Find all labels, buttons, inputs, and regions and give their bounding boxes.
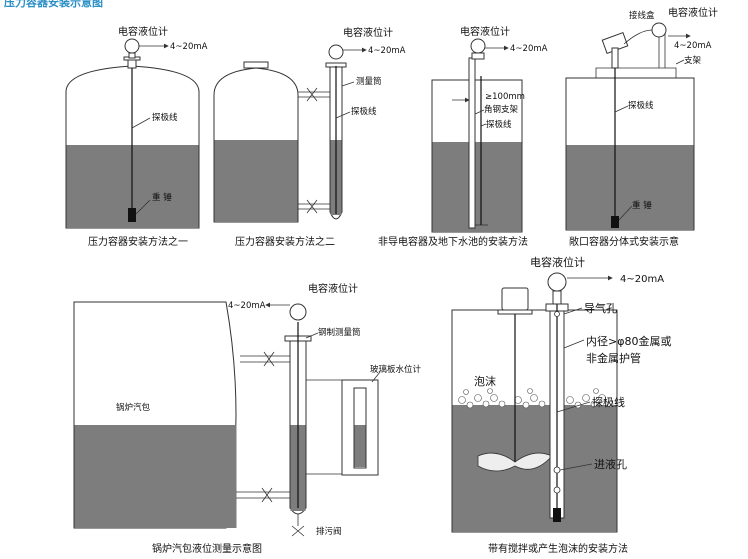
foam-label-6: 泡沫 — [474, 374, 496, 388]
probe-label-1: 探极线 — [152, 112, 178, 123]
probe-label-3: 探极线 — [486, 119, 512, 130]
guard-label-line2-6: 非金属护管 — [586, 351, 641, 365]
caption-panel-4: 敞口容器分体式安装示意 — [569, 235, 679, 248]
drain-label-5: 排污阀 — [316, 526, 342, 537]
vent-label-6: 导气孔 — [584, 301, 617, 315]
panel-non-conductive-vessel: 4~20mA 电容液位计 ≥100mm 角钢支架 探极线 非导电容器及地下水池的… — [378, 25, 548, 248]
valve-upper-5 — [263, 351, 275, 367]
transmitter-head-3 — [470, 38, 486, 54]
transmitter-label-2: 电容液位计 — [343, 26, 393, 39]
valve-upper-2 — [306, 87, 318, 102]
weight-4 — [611, 216, 619, 228]
motor-6 — [501, 287, 529, 311]
transmitter-label-1: 电容液位计 — [118, 25, 168, 38]
panel-boiler-drum: 4~20mA 电容液位计 钢制测量筒 玻璃板水位计 排污阀 锅炉汽包 锅炉汽包液… — [73, 282, 422, 555]
drum-label-5: 锅炉汽包 — [116, 402, 151, 413]
valve-lower-2 — [306, 199, 318, 214]
probe-label-6: 探极线 — [592, 395, 625, 409]
transmitter-head-2 — [328, 44, 344, 60]
panel-agitator-foam: 4~20mA 电容液位计 导气孔 内径>φ80金属或 非金属护管 泡沫 探极线 … — [451, 255, 671, 555]
transmitter-label-6: 电容液位计 — [530, 255, 585, 269]
probe-leader-1 — [131, 117, 151, 129]
signal-label-5: 4~20mA — [228, 301, 266, 311]
inlet-label-6: 进液孔 — [594, 457, 627, 471]
motor-base-6 — [497, 309, 533, 315]
caption-panel-2: 压力容器安装方法之二 — [235, 235, 335, 248]
transmitter-neck-3 — [471, 52, 485, 60]
panel-open-vessel-split: 4~20mA 电容液位计 接线盒 支架 探极线 重 锤 敞口容器分体式安装示意 — [565, 6, 718, 248]
transmitter-label-3: 电容液位计 — [460, 25, 510, 38]
bracket-label-3: 角钢支架 — [484, 104, 519, 115]
support-label-4: 支架 — [684, 55, 702, 66]
valve-lower-5 — [261, 487, 273, 503]
tube-label-2: 测量筒 — [356, 76, 382, 87]
transmitter-label-5: 电容液位计 — [308, 282, 358, 295]
weight-1 — [128, 208, 136, 222]
vent-hole-6 — [554, 311, 560, 317]
weight-label-4: 重 锤 — [632, 200, 652, 211]
steel-tube-label-5: 钢制测量筒 — [318, 327, 361, 338]
weight-label-1: 重 锤 — [152, 192, 172, 203]
gauge-liquid-5 — [354, 425, 366, 467]
weight-6 — [553, 508, 561, 522]
inlet-hole-6 — [553, 466, 561, 474]
panel-pressure-vessel-method-2: 4~20mA 电容液位计 测量筒 探极线 压力容器安装方法之二 — [213, 26, 406, 248]
signal-label-1: 4~20mA — [170, 42, 208, 52]
glass-gauge-label-5: 玻璃板水位计 — [370, 364, 422, 375]
transmitter-head-4 — [651, 22, 667, 38]
caption-panel-5: 锅炉汽包液位测量示意图 — [152, 542, 262, 555]
transmitter-label-4: 电容液位计 — [668, 6, 718, 19]
liquid-3 — [432, 142, 522, 232]
signal-label-2: 4~20mA — [368, 46, 406, 56]
liquid-4 — [566, 145, 694, 230]
guard-label-line1-6: 内径>φ80金属或 — [586, 334, 671, 348]
signal-label-3: 4~20mA — [510, 44, 548, 54]
drain-valve-5 — [291, 525, 305, 537]
distance-label-3: ≥100mm — [485, 92, 525, 102]
caption-panel-1: 压力容器安装方法之一 — [88, 235, 188, 248]
probe-label-4: 探极线 — [628, 100, 654, 111]
panel-pressure-vessel-method-1: 4~20mA 电容液位计 探极线 重 锤 压力容器安装方法之一 — [65, 25, 208, 248]
caption-panel-3: 非导电容器及地下水池的安装方法 — [378, 235, 528, 248]
transmitter-head-1 — [124, 38, 140, 54]
support-bracket-4 — [595, 67, 677, 78]
foam-bubbles-6 — [458, 388, 614, 409]
signal-label-4: 4~20mA — [674, 41, 712, 51]
drum-liquid-5 — [74, 425, 237, 528]
signal-label-6: 4~20mA — [620, 274, 664, 285]
transmitter-neck-1 — [128, 52, 136, 59]
transmitter-head-5 — [289, 303, 307, 321]
angle-bracket-3 — [468, 57, 476, 229]
probe-label-2: 探极线 — [351, 106, 377, 117]
liquid-2 — [214, 140, 298, 222]
header-fragment: 压力容器安装示意图 — [4, 0, 103, 9]
junction-stem-4 — [611, 47, 619, 69]
junction-label-4: 接线盒 — [629, 10, 655, 21]
cable-4 — [623, 29, 653, 45]
weight-leader-1 — [135, 199, 151, 215]
transmitter-head-6 — [547, 272, 567, 292]
caption-panel-6: 带有搅拌或产生泡沫的安装方法 — [488, 542, 628, 555]
manhole-2 — [243, 61, 269, 69]
